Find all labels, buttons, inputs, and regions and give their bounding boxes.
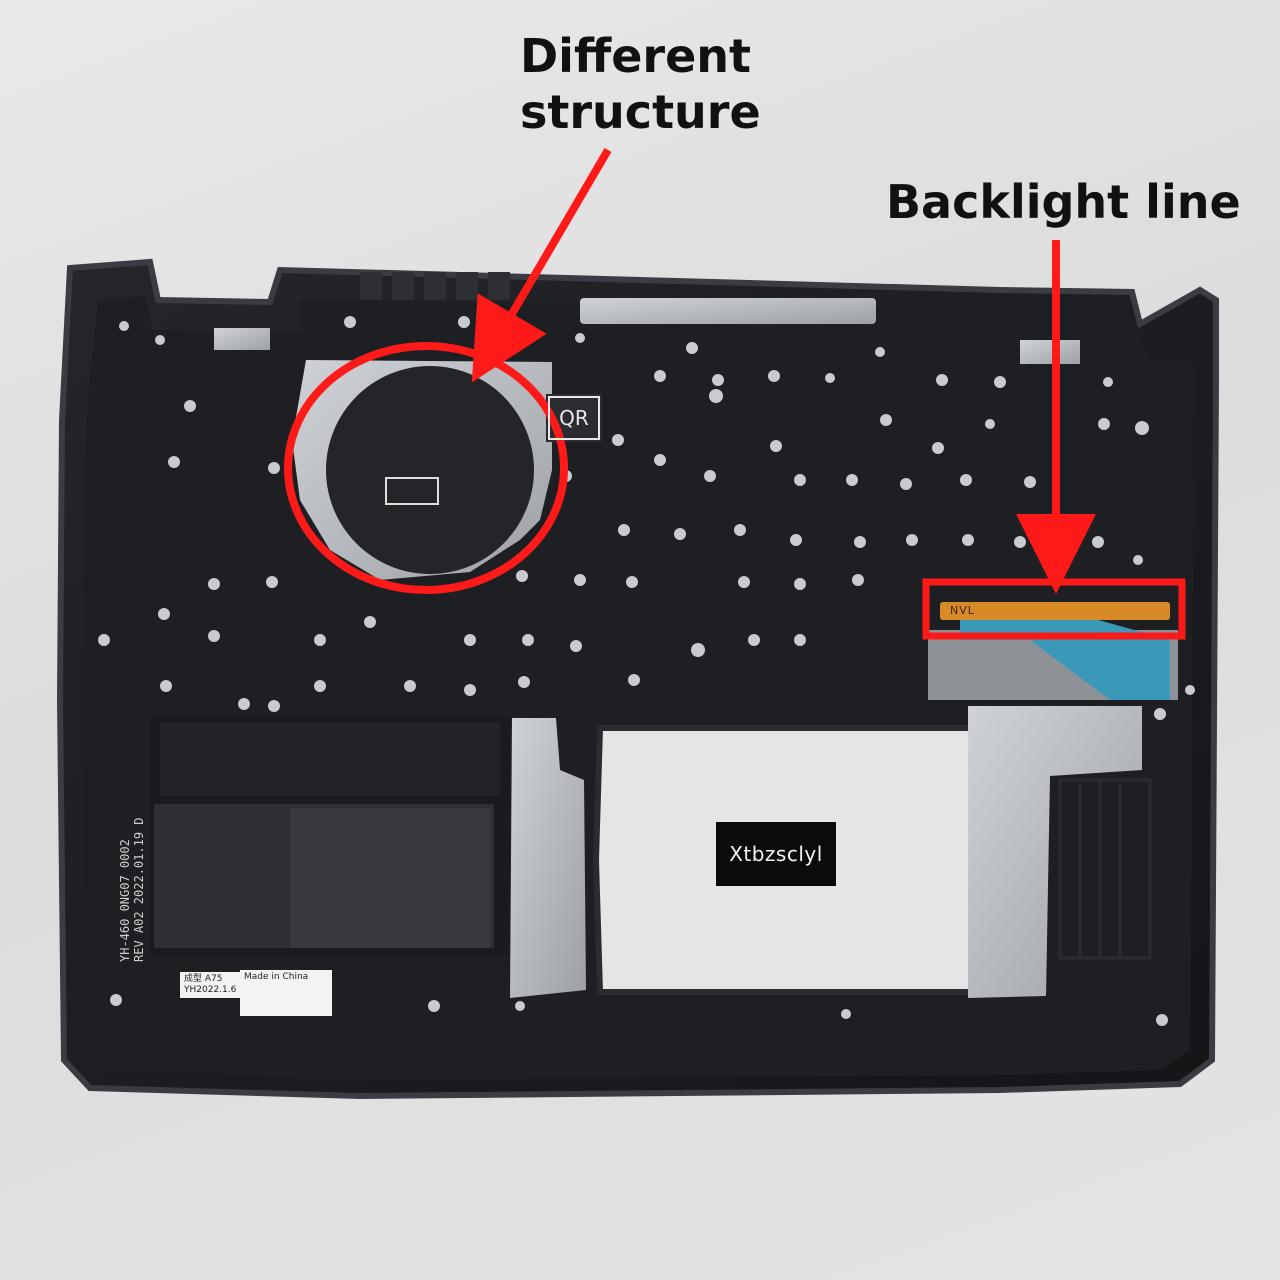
origin-label: Made in China — [240, 970, 332, 1016]
red-circle-highlight — [284, 342, 568, 594]
part-number-label: YH-460 0NG07 0002 REV A02 2022.01.19 D — [118, 817, 146, 963]
top-bracket-left — [214, 328, 270, 350]
red-rect-highlight — [922, 578, 1186, 640]
touchpad-bracket-left — [510, 718, 586, 998]
hinge-slots — [360, 272, 510, 300]
touchpad-bracket-right — [968, 706, 1142, 998]
backlight-flex-cable — [940, 602, 1170, 620]
fan-shield-disk — [326, 366, 534, 574]
annotation-different-structure: Different structure — [520, 29, 761, 139]
right-ribs — [1058, 778, 1152, 960]
mold-label: 成型 A75 YH2022.1.6 B — [180, 972, 245, 998]
top-bracket-right — [1020, 340, 1080, 364]
top-metal-bar — [580, 298, 876, 324]
brand-sticker: Xtbzsclyl — [716, 822, 836, 886]
fan-center-marker — [385, 477, 439, 505]
battery-label-area — [160, 722, 500, 796]
qr-mark-label: QR — [548, 396, 600, 440]
annotation-backlight-line: Backlight line — [886, 175, 1241, 229]
red-arrow-icon — [471, 147, 612, 383]
screw-holes — [98, 316, 1195, 1026]
foam-pad-inner — [290, 808, 490, 948]
flex-cable-label: NVL — [950, 604, 975, 617]
